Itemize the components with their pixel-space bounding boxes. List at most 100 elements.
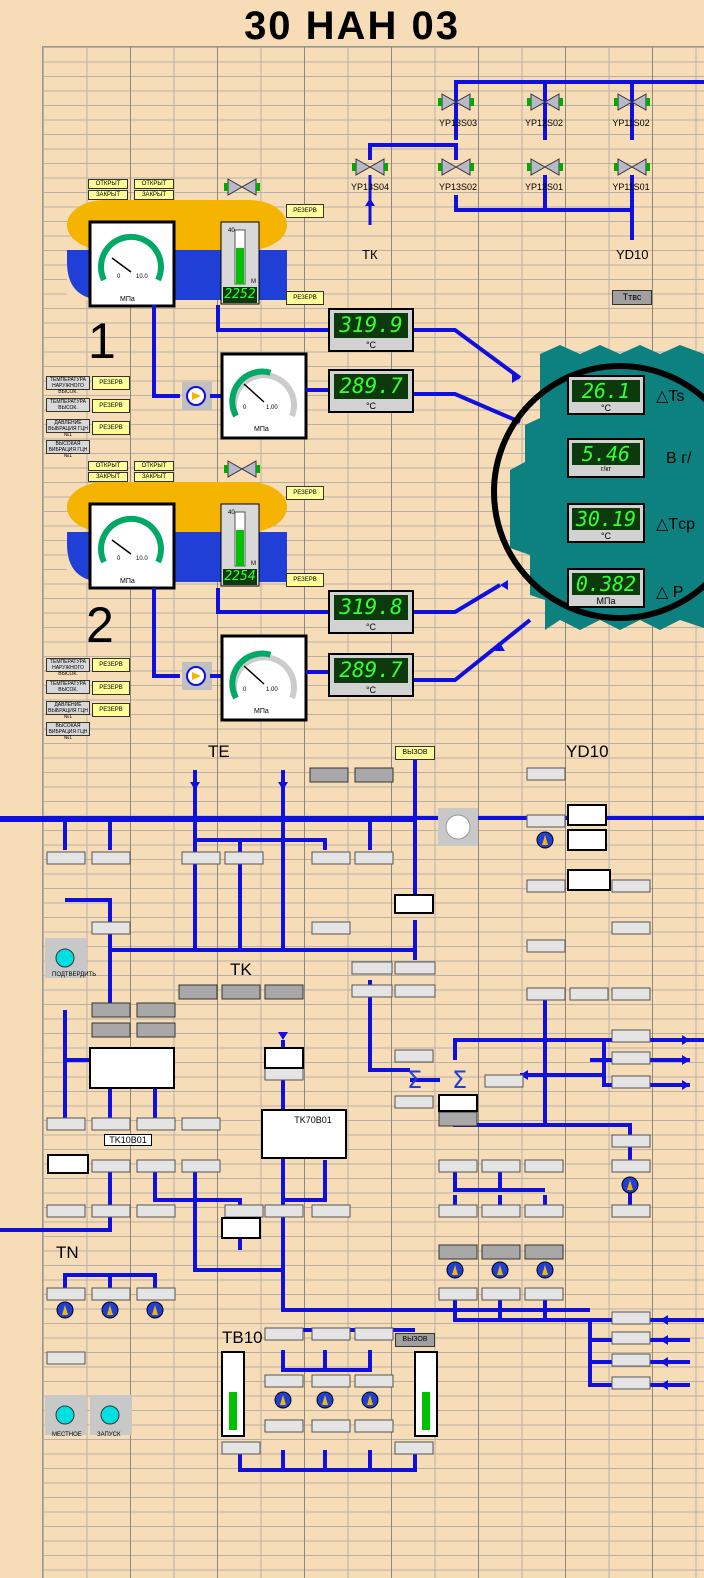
gauge1-min: 0 [243, 405, 247, 411]
instrument-block [611, 879, 651, 893]
closed-btn-2b[interactable]: ЗАКРЫТ [134, 472, 174, 482]
closed-btn-2a[interactable]: ЗАКРЫТ [88, 472, 128, 482]
panel-box-b: 5.46 г/кг [567, 438, 645, 478]
instrument-block [311, 1204, 351, 1218]
open-btn-2b[interactable]: ОТКРЫТ [134, 461, 174, 471]
sigma-icon: Σ [452, 1066, 467, 1094]
instrument-block [181, 1117, 221, 1131]
instrument-block [181, 1159, 221, 1173]
panel-label-b: B г/ [666, 450, 692, 467]
instrument-block [484, 1074, 524, 1088]
dial-arrow [542, 835, 548, 845]
tank2-valve-icon-left [227, 460, 244, 478]
dial-arrow [107, 1305, 113, 1315]
valve-yp12s01-icon-lamp-l [527, 163, 531, 171]
tank2-gauge-min: 0 [117, 556, 121, 562]
instrument-block [136, 1204, 176, 1218]
valve-yp12s01-icon-right [543, 158, 560, 176]
pipe [195, 838, 327, 850]
reserve-btn-4[interactable]: РЕЗЕРВ [286, 573, 324, 587]
section-yd10: YD10 [566, 742, 609, 761]
gauge2-unit: МПа [254, 708, 269, 715]
cyan-lamp [55, 1405, 75, 1425]
indicator-window [264, 1047, 304, 1069]
instrument-block [611, 1331, 651, 1345]
dial-arrow [542, 1265, 548, 1275]
instrument-block [354, 1327, 394, 1341]
tank2-level-fill [236, 530, 244, 566]
reserve-btn-a3[interactable]: РЕЗЕРВ [92, 421, 130, 435]
call-button-1[interactable]: ВЫЗОВ [395, 746, 435, 760]
valve-yp13s02-icon-right [454, 158, 471, 176]
panel-readout-ts: 26.1 [572, 380, 640, 402]
tk-arrow [365, 198, 375, 206]
tank2-valve-icon-lamp-l [224, 465, 228, 473]
tank2-valve-icon-lamp-r [256, 465, 260, 473]
instrument-block [351, 961, 393, 975]
dial-arrow [152, 1305, 158, 1315]
cyan-lamp [55, 948, 75, 968]
instrument-block [311, 1327, 351, 1341]
gauge2-needle [243, 665, 265, 685]
call-button-2[interactable]: ВЫЗОВ [395, 1333, 435, 1347]
out-arrow-1 [682, 1035, 690, 1045]
valve-label-yp13s02: YP13S02 [438, 182, 478, 192]
valve-yp13s03-icon-lamp-l [438, 98, 442, 106]
instrument-block [354, 1419, 394, 1433]
tank1-valve-icon-lamp-l [224, 183, 228, 191]
instrument-block [524, 1159, 564, 1173]
instrument-block [481, 1204, 521, 1218]
open-btn-1b[interactable]: ОТКРЫТ [134, 179, 174, 189]
pump1-icon-arrow [192, 392, 201, 400]
reserve-btn-a2[interactable]: РЕЗЕРВ [92, 399, 130, 413]
reserve-btn-2[interactable]: РЕЗЕРВ [286, 291, 324, 305]
tank1-valve-icon-left [227, 178, 244, 196]
in-arrow-4 [660, 1380, 668, 1390]
instrument-block [264, 1327, 304, 1341]
reserve-btn-1[interactable]: РЕЗЕРВ [286, 204, 324, 218]
ttvs-button[interactable]: Tтвс [612, 290, 652, 305]
instrument-block [311, 921, 351, 935]
tb10-level-fill-2 [422, 1392, 430, 1430]
reserve-btn-b1[interactable]: РЕЗЕРВ [92, 658, 130, 672]
pipe [588, 1320, 690, 1387]
instrument-block [481, 1159, 521, 1173]
reserve-btn-b2[interactable]: РЕЗЕРВ [92, 681, 130, 695]
instrument-block [136, 1159, 176, 1173]
yd10-line-label: YD10 [616, 247, 649, 262]
panel-unit-tcp: °C [600, 531, 612, 541]
valve-yp11s02-icon-lamp-l [614, 98, 618, 106]
instrument-block [394, 1441, 434, 1455]
instrument-block [438, 1287, 478, 1301]
section-tn: TN [56, 1243, 79, 1262]
instrument-block [46, 851, 86, 865]
tk-return-arrow [520, 1070, 528, 1080]
indicator-window [221, 1217, 261, 1239]
gauge2-max: 1.00 [266, 687, 278, 693]
in-arrow-1 [660, 1315, 668, 1325]
indicator-window [438, 1094, 478, 1112]
local-label: МЕСТНОЕ [52, 1432, 82, 1438]
valve-yp11s01-icon-left [617, 158, 634, 176]
panel-label-tcp: △Tср [656, 516, 695, 533]
status-tag [221, 984, 261, 1000]
reserve-btn-3[interactable]: РЕЗЕРВ [286, 486, 324, 500]
reserve-btn-a1[interactable]: РЕЗЕРВ [92, 376, 130, 390]
arrow-ts-in [512, 373, 520, 383]
pipe [283, 1160, 327, 1202]
tank2-level-scale-top: 40 [228, 510, 235, 516]
valve-yp11s01-icon-lamp-l [614, 163, 618, 171]
instrument-block [611, 1376, 651, 1390]
open-btn-2a[interactable]: ОТКРЫТ [88, 461, 128, 471]
out-arrow-3 [682, 1080, 690, 1090]
reserve-btn-b3[interactable]: РЕЗЕРВ [92, 703, 130, 717]
temp-unit-2: °C [365, 401, 377, 411]
closed-btn-1b[interactable]: ЗАКРЫТ [134, 190, 174, 200]
valve-label-yp11s02: YP11S02 [612, 118, 650, 128]
gauge1-max: 1.00 [266, 405, 278, 411]
closed-btn-1a[interactable]: ЗАКРЫТ [88, 190, 128, 200]
valve-label-yp13s03: YP13S03 [438, 118, 478, 128]
zoom-circle [491, 363, 704, 621]
instrument-block [91, 921, 131, 935]
open-btn-1a[interactable]: ОТКРЫТ [88, 179, 128, 189]
